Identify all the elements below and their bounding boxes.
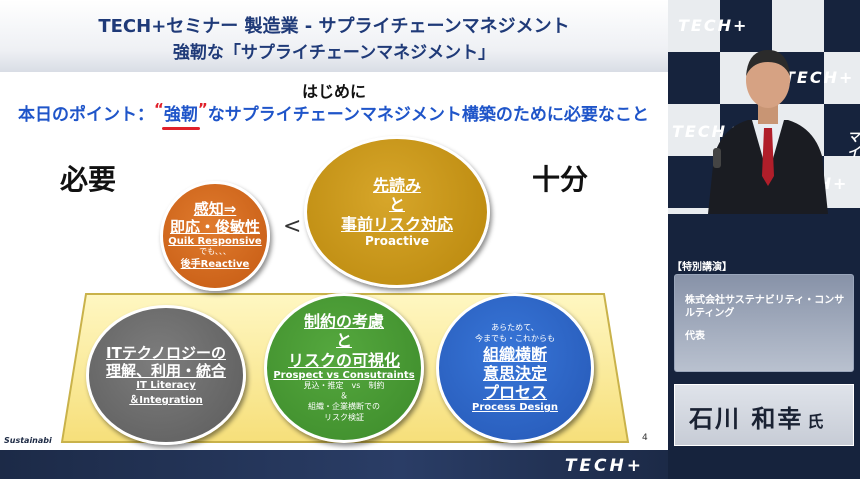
circle-constraints-risk: 制約の考慮 と リスクの可視化 Prospect vs Consutraints… [264,293,424,443]
it-line2: 理解、利用・統合 [105,362,226,380]
wall-logo: TECH+ [678,16,749,35]
process-line3: プロセス [482,382,547,402]
sense-line1: 感知⇒ [193,200,237,219]
presentation-slide: TECH+セミナー 製造業 - サプライチェーンマネジメント 強靭な「サプライチ… [0,0,668,479]
constraints-note4: リスク検証 [324,413,364,423]
constraints-line2: と [335,331,352,351]
speaker-name: 石川 和幸氏 [689,399,823,434]
footer-company-text: Sustainabi [4,436,52,445]
sufficient-label: 十分 [532,163,589,196]
key-point-suffix: なサプライチェーンマネジメント構築のために必要なこと [207,105,649,125]
sense-reactive: 後手Reactive [181,258,250,272]
constraints-line3: リスクの可視化 [287,350,400,370]
speaker-video: TECH+ TECH+ TECH+ TECH+ マイ [668,0,860,214]
wall-logo-side: マイ [844,130,859,160]
proactive-line1: 先読み [372,176,421,196]
constraints-note2: ＆ [340,391,348,401]
speaker-organization: 株式会社サステナビリティ・コンサルティング [685,295,845,319]
proactive-en: Proactive [365,233,429,248]
speaker-figure [708,50,828,214]
key-point-keyword: 強靭 [163,105,198,125]
circle-sense-respond: 感知⇒ 即応・俊敏性 Quik Responsive でも、、、 後手React… [160,181,270,291]
process-en: Process Design [472,402,558,414]
process-line2: 意思決定 [482,363,547,383]
wall-logo: TECH+ [672,122,743,141]
constraints-note3: 組織・企業横断での [308,402,380,412]
it-en1: IT Literacy [136,380,196,391]
speaker-name-text: 石川 和幸 [689,405,804,433]
slide-footer: TECH+ [0,450,668,479]
circle-process-design: あらためて、 今までも・これからも 組織横断 意思決定 プロセス Process… [436,293,594,443]
necessary-label: 必要 [60,163,117,196]
proactive-line2: と [388,195,405,215]
sense-reactive-en: Reactive [200,259,250,271]
page-number: 4 [642,433,648,443]
speaker-panel: TECH+ TECH+ TECH+ TECH+ マイ 【特別講演】 株式会社サス… [668,0,860,479]
circle-proactive: 先読み と 事前リスク対応 Proactive [304,136,490,288]
key-point: 本日のポイント：“強靭”なサプライチェーンマネジメント構築のために必要なこと [18,100,658,125]
proactive-line3: 事前リスク対応 [340,214,453,234]
process-line1: 組織横断 [482,344,547,364]
tech-plus-logo: TECH+ [564,456,644,476]
wall-logo: TECH+ [784,68,855,87]
quote-close: ” [197,100,208,118]
slide-subtitle: 強靭な「サプライチェーンマネジメント」 [172,43,496,63]
speaker-honorific: 氏 [807,412,824,431]
process-note2: 今までも・これからも [475,333,555,343]
slide-header [0,0,668,72]
sense-note: でも、、、 [199,247,231,257]
speaker-info-box: 株式会社サステナビリティ・コンサルティング 代表 [674,274,854,372]
speaker-role: 代表 [685,331,705,342]
process-note1: あらためて、 [491,322,539,332]
constraints-line1: 制約の考慮 [303,312,384,332]
it-en2: ＆Integration [129,395,203,406]
key-point-prefix: 本日のポイント： [18,105,154,125]
quote-open: “ [154,100,164,118]
sense-line2: 即応・俊敏性 [169,218,260,237]
slide-title: TECH+セミナー 製造業 - サプライチェーンマネジメント [98,16,570,37]
constraints-en: Prospect vs Consutraints [273,369,415,381]
sense-reactive-jp: 後手 [180,259,201,271]
it-line1: ITテクノロジーの [106,344,226,362]
less-than-sign: < [283,214,302,239]
special-lecture-tag: 【特別講演】 [672,262,732,273]
constraints-note1: 見込・推定 vs 制約 [303,380,385,390]
speaker-name-box: 石川 和幸氏 [674,384,854,446]
circle-it-literacy: ITテクノロジーの 理解、利用・統合 IT Literacy ＆Integrat… [86,305,246,445]
sense-en: Quik Responsive [168,236,262,248]
section-heading: はじめに [301,82,366,101]
